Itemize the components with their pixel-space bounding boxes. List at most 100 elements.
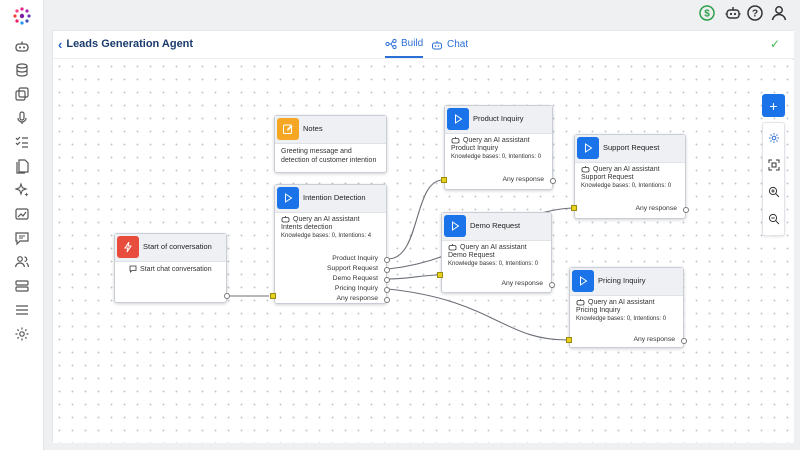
output-label: Any response	[502, 176, 544, 183]
node-meta: Knowledge bases: 0, Intentions: 0	[448, 261, 539, 267]
bot-icon	[281, 216, 290, 223]
output-label: Any response	[633, 336, 675, 343]
builder-header: ‹ Leads Generation Agent Build Chat ✓	[53, 31, 794, 59]
tab-build[interactable]: Build	[385, 31, 424, 58]
node-body-text: Start chat conversation	[140, 265, 212, 273]
output-port[interactable]	[384, 287, 390, 293]
node-meta: Knowledge bases: 0, Intentions: 4	[281, 233, 372, 239]
sidebar	[0, 0, 44, 450]
node-action-text: Query an AI assistant	[293, 215, 360, 223]
output-port[interactable]	[384, 257, 390, 263]
node-action-text: Query an AI assistant	[463, 136, 530, 144]
settings-icon[interactable]	[768, 132, 780, 144]
users-icon[interactable]	[14, 254, 30, 270]
checklist-icon[interactable]	[14, 134, 30, 150]
tab-chat-label: Chat	[447, 39, 469, 50]
brand-logo[interactable]	[12, 6, 32, 26]
node-support-request[interactable]: Support Request Query an AI assistant Su…	[574, 134, 689, 219]
node-title: Product Inquiry	[473, 114, 524, 123]
output-port[interactable]	[384, 277, 390, 283]
server-icon[interactable]	[14, 278, 30, 294]
copy-icon[interactable]	[14, 86, 30, 102]
node-subtitle: Demo Request	[448, 252, 495, 259]
node-title: Support Request	[603, 143, 660, 152]
node-body: Start chat conversation	[129, 265, 212, 273]
node-pricing-inquiry[interactable]: Pricing Inquiry Query an AI assistant Pr…	[569, 267, 687, 348]
node-action-text: Query an AI assistant	[460, 243, 527, 251]
node-subtitle: Product Inquiry	[451, 145, 499, 152]
node-meta: Knowledge bases: 0, Intentions: 0	[576, 316, 667, 322]
node-action: Query an AI assistant	[451, 136, 530, 144]
menu-icon[interactable]	[14, 302, 30, 318]
agent-title: Leads Generation Agent	[66, 38, 194, 50]
add-node-button[interactable]: +	[762, 94, 785, 117]
bot-icon	[432, 40, 442, 49]
bot-icon	[581, 166, 590, 173]
node-notes[interactable]: Notes Greeting message and detection of …	[274, 115, 387, 173]
input-port[interactable]	[566, 337, 572, 343]
flow-icon	[385, 38, 397, 49]
builder-panel: ‹ Leads Generation Agent Build Chat ✓ St…	[52, 30, 794, 443]
node-title: Pricing Inquiry	[598, 276, 646, 285]
output-port[interactable]	[683, 207, 689, 213]
documents-icon[interactable]	[14, 158, 30, 174]
tab-build-label: Build	[401, 38, 424, 49]
output-port[interactable]	[681, 338, 687, 344]
node-action: Query an AI assistant	[448, 243, 527, 251]
note-line-1: Greeting message and	[281, 148, 352, 155]
output-port[interactable]	[550, 178, 556, 184]
node-start[interactable]: Start of conversation Start chat convers…	[114, 233, 230, 303]
output-port[interactable]	[384, 297, 390, 303]
input-port[interactable]	[437, 272, 443, 278]
node-demo-request[interactable]: Demo Request Query an AI assistant Demo …	[441, 212, 555, 293]
node-meta: Knowledge bases: 0, Intentions: 0	[451, 154, 542, 160]
output-port[interactable]	[549, 282, 555, 288]
lightning-icon	[117, 236, 139, 258]
flow-canvas[interactable]: Start of conversation Start chat convers…	[53, 60, 794, 443]
zoom-out-icon[interactable]	[768, 213, 780, 225]
node-action-text: Query an AI assistant	[593, 165, 660, 173]
node-title: Notes	[303, 124, 323, 133]
settings-icon[interactable]	[14, 326, 30, 342]
bot-icon	[448, 244, 457, 251]
microphone-icon[interactable]	[14, 110, 30, 126]
user-icon[interactable]	[770, 4, 788, 22]
database-icon[interactable]	[14, 62, 30, 78]
node-title: Intention Detection	[303, 193, 366, 202]
analytics-icon[interactable]	[14, 206, 30, 222]
node-intention-detection[interactable]: Intention Detection Query an AI assistan…	[274, 184, 390, 304]
output-port[interactable]	[224, 293, 230, 299]
note-line-2: detection of customer intention	[281, 157, 377, 164]
input-port[interactable]	[270, 293, 276, 299]
robot-icon[interactable]	[14, 38, 30, 54]
node-action: Query an AI assistant	[576, 298, 655, 306]
zoom-in-icon[interactable]	[768, 186, 780, 198]
back-link[interactable]: ‹ Leads Generation Agent	[58, 38, 194, 51]
tab-chat[interactable]: Chat	[431, 31, 468, 58]
node-subtitle: Support Request	[581, 174, 634, 181]
fit-view-icon[interactable]	[768, 159, 780, 171]
bot-icon	[576, 299, 585, 306]
input-port[interactable]	[441, 177, 447, 183]
node-product-inquiry[interactable]: Product Inquiry Query an AI assistant Pr…	[444, 105, 556, 190]
output-label: Pricing Inquiry	[334, 285, 378, 292]
bot-face-icon[interactable]	[724, 4, 742, 22]
output-label: Any response	[336, 295, 378, 302]
dollar-icon[interactable]: $	[698, 4, 716, 22]
node-meta: Knowledge bases: 0, Intentions: 0	[581, 183, 672, 189]
sparkles-icon[interactable]	[14, 182, 30, 198]
output-port[interactable]	[384, 267, 390, 273]
svg-text:$: $	[704, 9, 710, 20]
chat-icon[interactable]	[14, 230, 30, 246]
node-title: Start of conversation	[143, 242, 212, 251]
help-icon[interactable]: ?	[746, 4, 764, 22]
play-icon	[447, 108, 469, 130]
input-port[interactable]	[571, 205, 577, 211]
node-subtitle: Intents detection	[281, 224, 333, 231]
output-label: Support Request	[326, 265, 378, 272]
output-label: Demo Request	[332, 275, 378, 282]
node-action-text: Query an AI assistant	[588, 298, 655, 306]
play-icon	[277, 187, 299, 209]
canvas-tools	[762, 122, 785, 236]
node-title: Demo Request	[470, 221, 521, 230]
